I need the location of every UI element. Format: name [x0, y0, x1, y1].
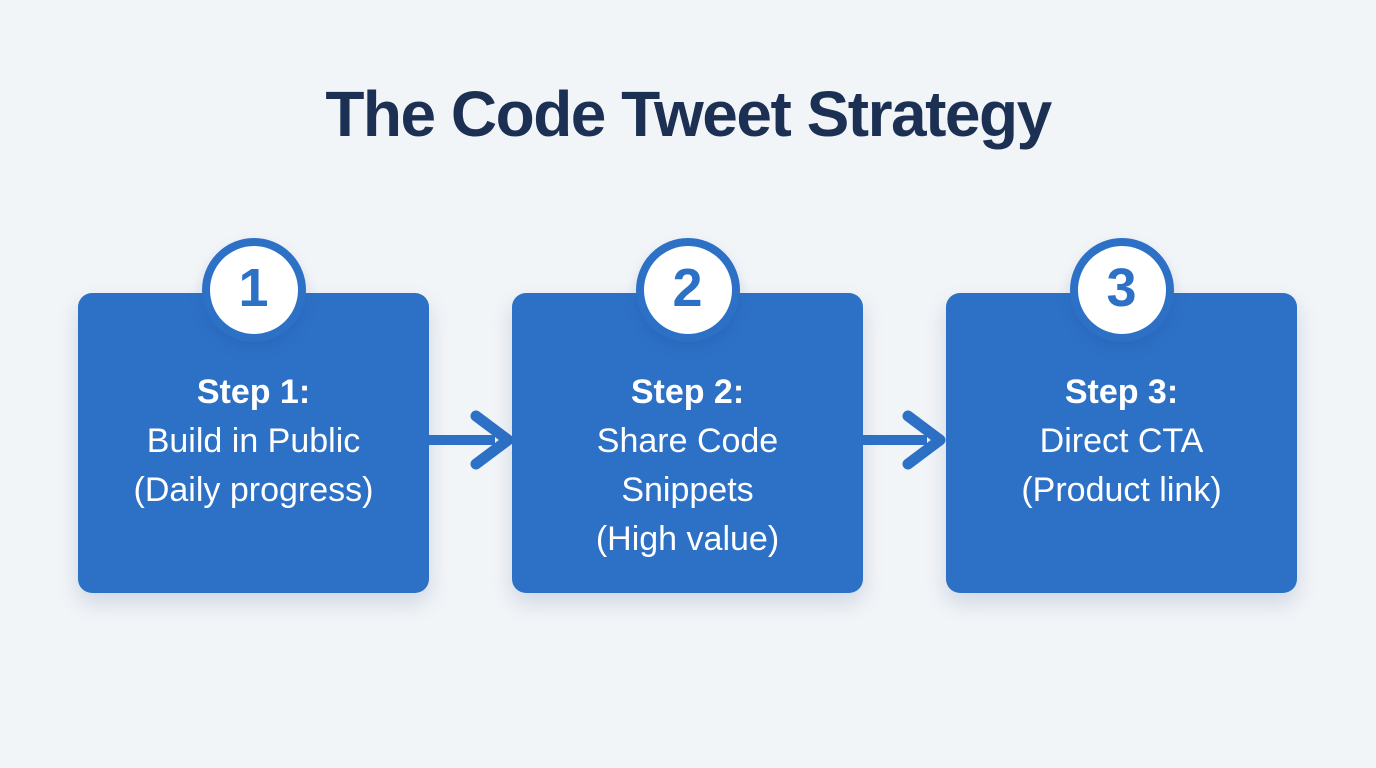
arrow-right-icon [861, 410, 946, 470]
step-number: 2 [672, 258, 703, 318]
step-line: Snippets [621, 471, 754, 509]
step-line: Build in Public [146, 422, 361, 460]
step-text-1: Step 1: Build in Public (Daily progress) [78, 368, 429, 515]
step-card-3: 3 Step 3: Direct CTA (Product link) [946, 238, 1297, 593]
step-line: (Daily progress) [133, 471, 374, 509]
step-card-1: 1 Step 1: Build in Public (Daily progres… [78, 238, 429, 593]
step-label: Step 1: [196, 373, 311, 411]
step-text-3: Step 3: Direct CTA (Product link) [946, 368, 1297, 515]
step-number-badge-3: 3 [1069, 238, 1174, 342]
step-number-badge-2: 2 [635, 238, 740, 342]
step-label: Step 3: [1064, 373, 1179, 411]
step-line: Direct CTA [1039, 422, 1204, 460]
step-number: 3 [1106, 258, 1137, 318]
page-title: The Code Tweet Strategy [325, 78, 1052, 150]
step-text-2: Step 2: Share Code Snippets (High value) [512, 368, 863, 564]
step-line: Share Code [596, 422, 779, 460]
step-number-badge-1: 1 [201, 238, 306, 342]
step-card-2: 2 Step 2: Share Code Snippets (High valu… [512, 238, 863, 593]
step-number: 1 [238, 258, 269, 318]
step-line: (High value) [595, 520, 780, 558]
step-line: (Product link) [1021, 471, 1222, 509]
step-label: Step 2: [630, 373, 745, 411]
arrow-right-icon [429, 410, 514, 470]
